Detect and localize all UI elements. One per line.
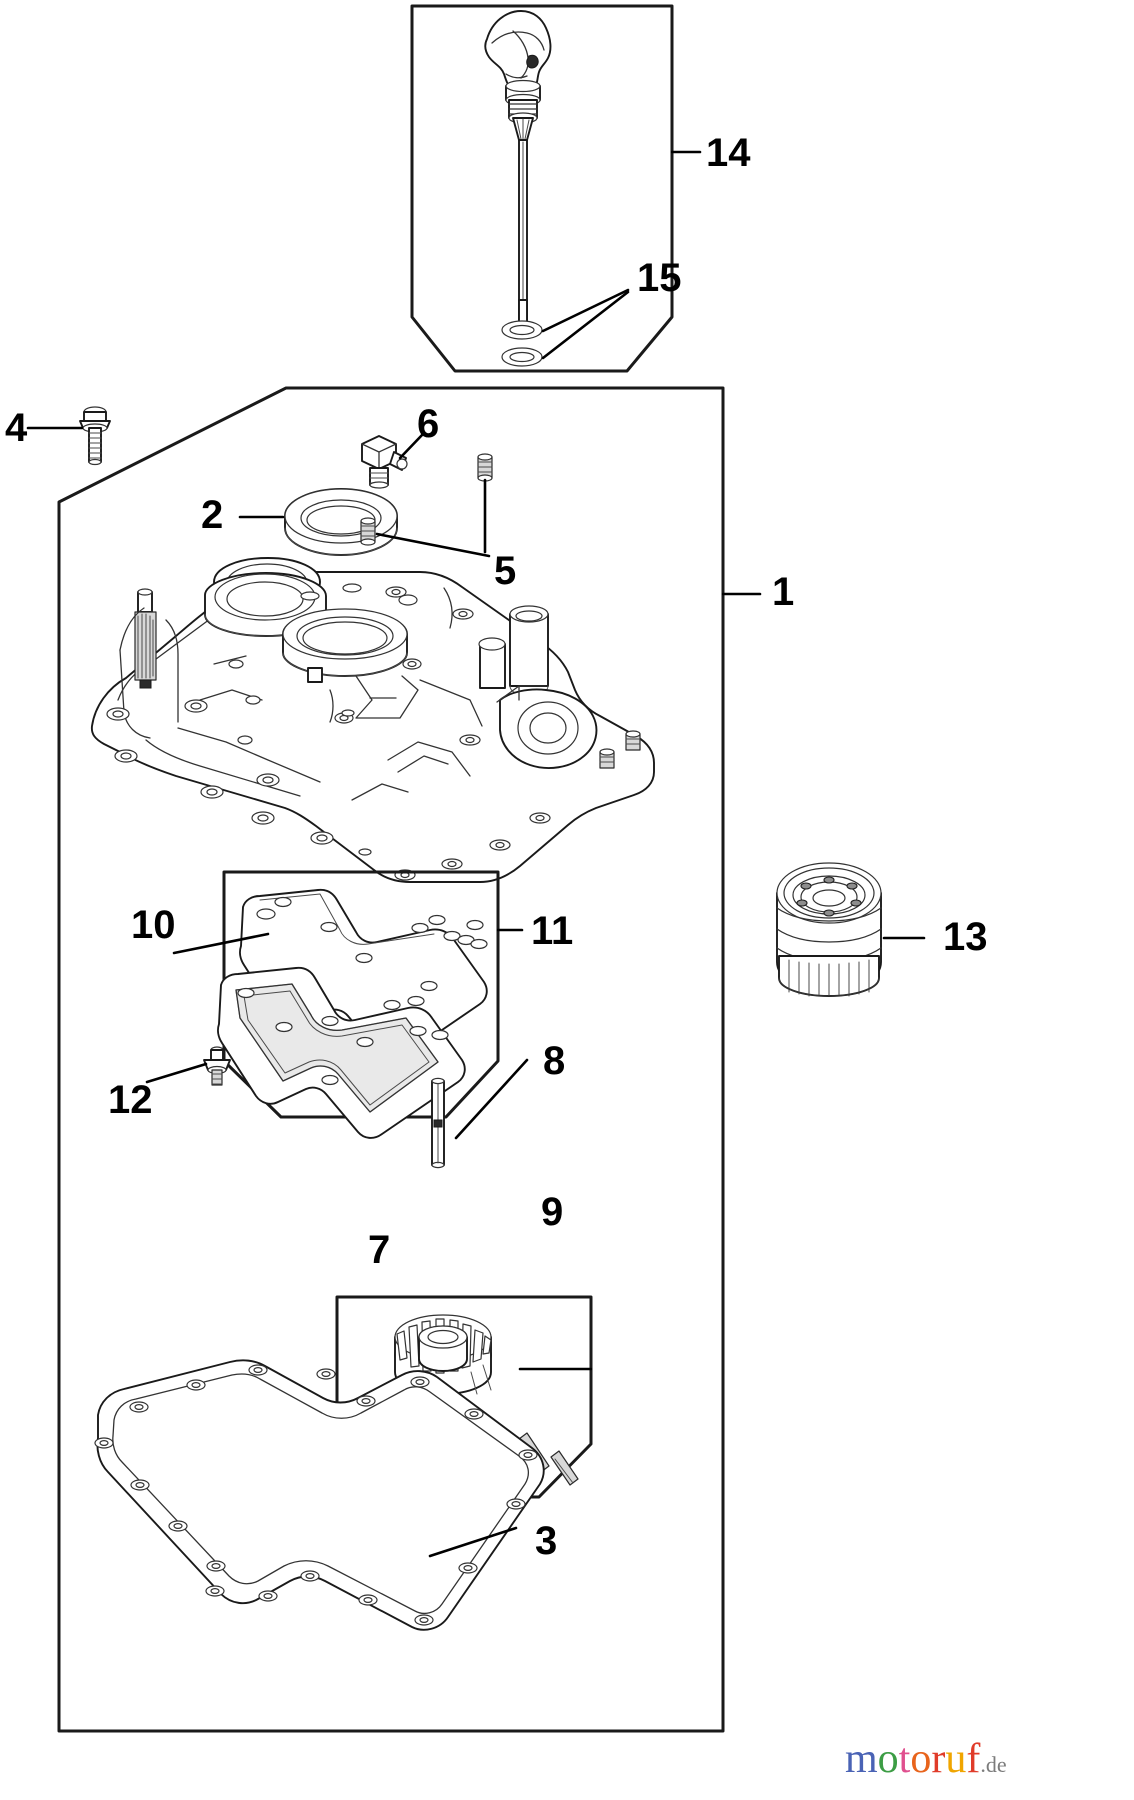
watermark-letter-o2: o [910,1736,932,1782]
callout-15[interactable]: 15 [637,256,682,300]
o-ring-seals-15 [501,320,543,367]
group-box-1 [57,386,762,1733]
part-11-gasket [217,966,466,1139]
watermark-letter-t: t [898,1736,911,1782]
callout-4[interactable]: 4 [5,406,28,450]
callout-8[interactable]: 8 [543,1039,566,1083]
callout-6[interactable]: 6 [417,402,440,446]
group-box-14 [410,4,674,373]
callout-2[interactable]: 2 [201,493,224,537]
leader-lines-top [541,150,702,360]
part-12-screw [145,1046,231,1086]
motoruf-watermark: motoruf.de [845,1738,1007,1780]
dipstick-assembly [484,10,552,333]
part-6-oil-fitting [361,432,425,489]
callout-12[interactable]: 12 [108,1078,153,1122]
callout-3[interactable]: 3 [535,1519,558,1563]
part-1-crankcase-closure-plate [90,557,655,883]
callout-1[interactable]: 1 [772,570,795,614]
watermark-letter-u: u [945,1736,967,1782]
watermark-letter-m: m [845,1736,878,1782]
part-4-hex-flange-screw [26,406,111,466]
watermark-letter-o1: o [877,1736,899,1782]
callout-7[interactable]: 7 [368,1228,391,1272]
watermark-suffix: .de [980,1752,1007,1777]
part-8-oil-pump-shaft [431,1058,529,1169]
callout-10[interactable]: 10 [131,903,176,947]
callout-14[interactable]: 14 [706,131,751,175]
callout-9[interactable]: 9 [541,1190,564,1234]
watermark-letter-f: f [966,1736,981,1782]
part-3-oil-pan-gasket [94,1359,545,1631]
crankcase-bolt-holes [106,583,551,881]
part-5-dowel-pins [360,453,493,558]
callout-11[interactable]: 11 [531,909,574,953]
callout-13[interactable]: 13 [943,915,988,959]
part-13-oil-filter [776,862,926,997]
callout-5[interactable]: 5 [494,549,517,593]
watermark-letter-r: r [931,1736,946,1782]
